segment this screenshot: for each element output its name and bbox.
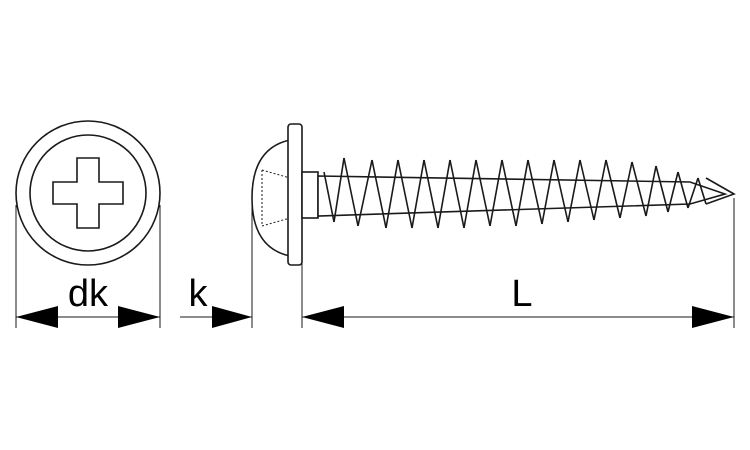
dimension-dk: dk [16, 273, 160, 328]
screw-tip [705, 177, 736, 205]
head-top-view [15, 120, 161, 266]
extension-lines [15, 198, 735, 328]
screw-dome-head [251, 139, 291, 257]
dimension-L: L [302, 273, 734, 328]
dimension-k: k [180, 273, 252, 328]
screw-side-view [251, 123, 736, 266]
label-k: k [189, 273, 209, 315]
label-L: L [511, 273, 532, 315]
label-dk: dk [68, 273, 109, 315]
screw-washer-flange [287, 123, 303, 266]
phillips-recess [52, 157, 124, 229]
screw-threads [323, 157, 707, 229]
